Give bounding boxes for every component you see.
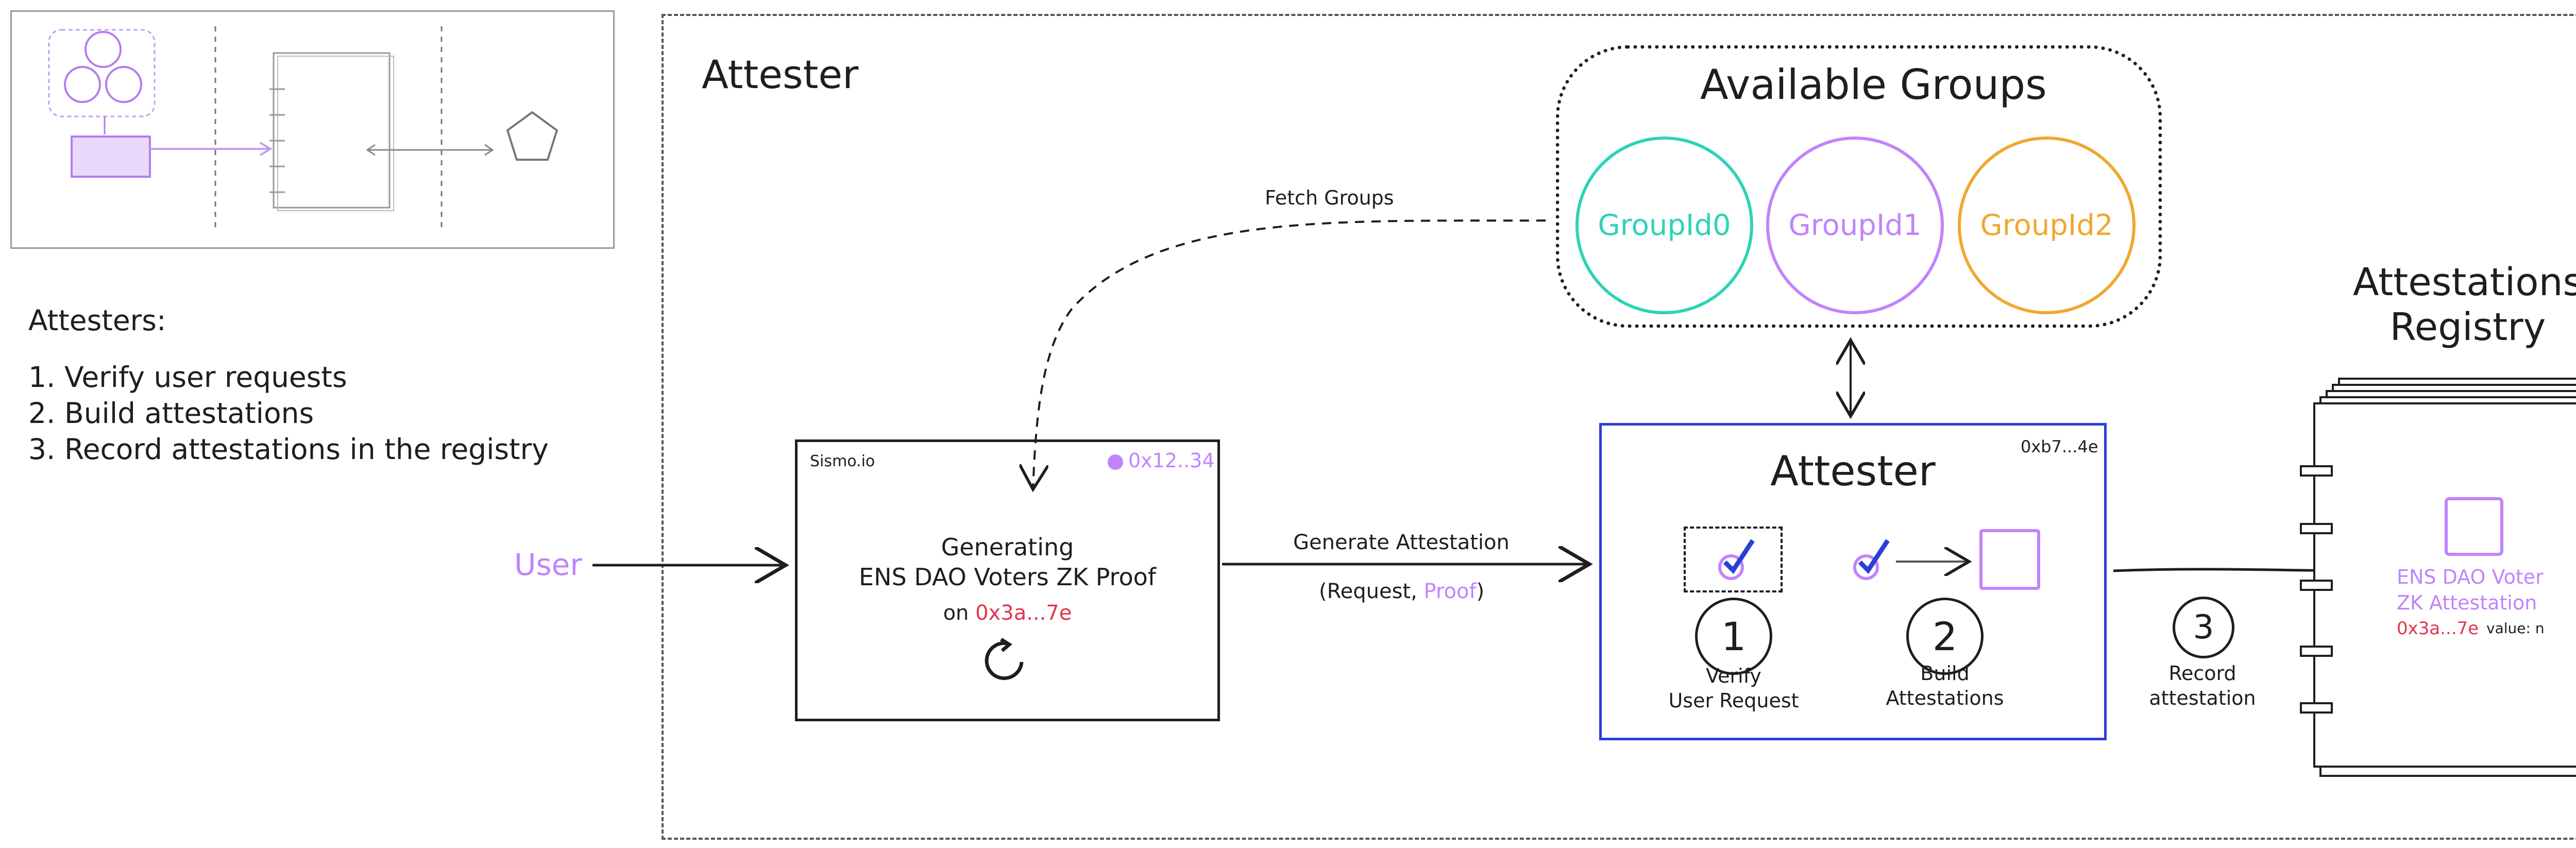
user-label: User: [514, 547, 583, 582]
group-label: GroupId2: [1980, 209, 2113, 242]
sismo-on-label: on: [943, 601, 969, 625]
check-icon: [1853, 539, 1890, 580]
request-suffix: ): [1476, 580, 1485, 603]
registry-entry-line1: ENS DAO Voter: [2397, 566, 2544, 588]
group-circle: GroupId1: [1766, 137, 1944, 314]
group-label: GroupId0: [1598, 209, 1731, 242]
registry-title-line1: Attestations: [2352, 260, 2576, 304]
sismo-address-text: 0x12..34: [1128, 449, 1215, 472]
registry-title-line2: Registry: [2389, 305, 2546, 349]
step-2-line2: Attestations: [1886, 687, 2004, 709]
attester-card-address: 0xb7...4e: [2021, 437, 2098, 456]
sismo-line2: ENS DAO Voters ZK Proof: [859, 563, 1156, 591]
step-2-circle: 2: [1906, 598, 1984, 675]
generate-attestation-label: Generate Attestation: [1293, 531, 1510, 554]
overview-thumbnail: [10, 10, 615, 249]
step-1-number: 1: [1721, 613, 1747, 659]
group-label: GroupId1: [1788, 209, 1922, 242]
request-prefix: (Request,: [1319, 580, 1424, 603]
sismo-site: Sismo.io: [810, 452, 875, 470]
groups-title: Available Groups: [1700, 61, 2047, 109]
step-3-line1: Record: [2168, 662, 2236, 685]
registry-entry-value: value: n: [2486, 620, 2545, 637]
overview-sketch: [48, 26, 558, 231]
step-2-line1: Build: [1920, 662, 1970, 685]
sidebar-item: 1. Verify user requests: [28, 361, 347, 394]
address-dot-icon: [1108, 454, 1123, 470]
step-1-line1: Verify: [1706, 665, 1761, 687]
group-circle: GroupId0: [1575, 137, 1753, 314]
registry-entry-address: 0x3a...7e: [2397, 618, 2479, 639]
step-2-number: 2: [1932, 613, 1958, 659]
check-icon: [1718, 539, 1755, 580]
attester-card: [1599, 423, 2107, 740]
step-1-line2: User Request: [1668, 689, 1799, 712]
attester-frame: [662, 14, 2576, 840]
sismo-line1: Generating: [941, 533, 1074, 561]
sidebar-item: 3. Record attestations in the registry: [28, 433, 549, 466]
attester-card-title: Attester: [1770, 447, 1936, 495]
step-1-circle: 1: [1695, 598, 1772, 675]
sidebar-item: 2. Build attestations: [28, 397, 314, 430]
request-proof: Proof: [1423, 580, 1477, 603]
sismo-on-address: 0x3a...7e: [975, 601, 1072, 625]
registry-entry-line2: ZK Attestation: [2397, 591, 2537, 614]
sismo-address: 0x12..34: [1108, 449, 1215, 472]
fetch-groups-arrow: [1033, 219, 1546, 489]
step-3-line2: attestation: [2149, 687, 2256, 709]
sismo-on-line: on 0x3a...7e: [795, 601, 1220, 625]
sidebar-heading: Attesters:: [28, 304, 166, 337]
frame-title: Attester: [702, 52, 859, 97]
sismo-proof-card: [795, 439, 1220, 721]
fetch-groups-label: Fetch Groups: [1265, 186, 1394, 209]
group-circle: GroupId2: [1958, 137, 2136, 314]
step-3-number: 3: [2193, 608, 2214, 647]
available-groups-box: [1556, 45, 2162, 328]
verify-box: [1684, 527, 1783, 592]
refresh-icon: [985, 638, 1024, 680]
request-proof-label: (Request, Proof): [1319, 580, 1484, 603]
step-3-circle: 3: [2173, 597, 2234, 658]
attestation-box-icon: [1979, 529, 2040, 590]
